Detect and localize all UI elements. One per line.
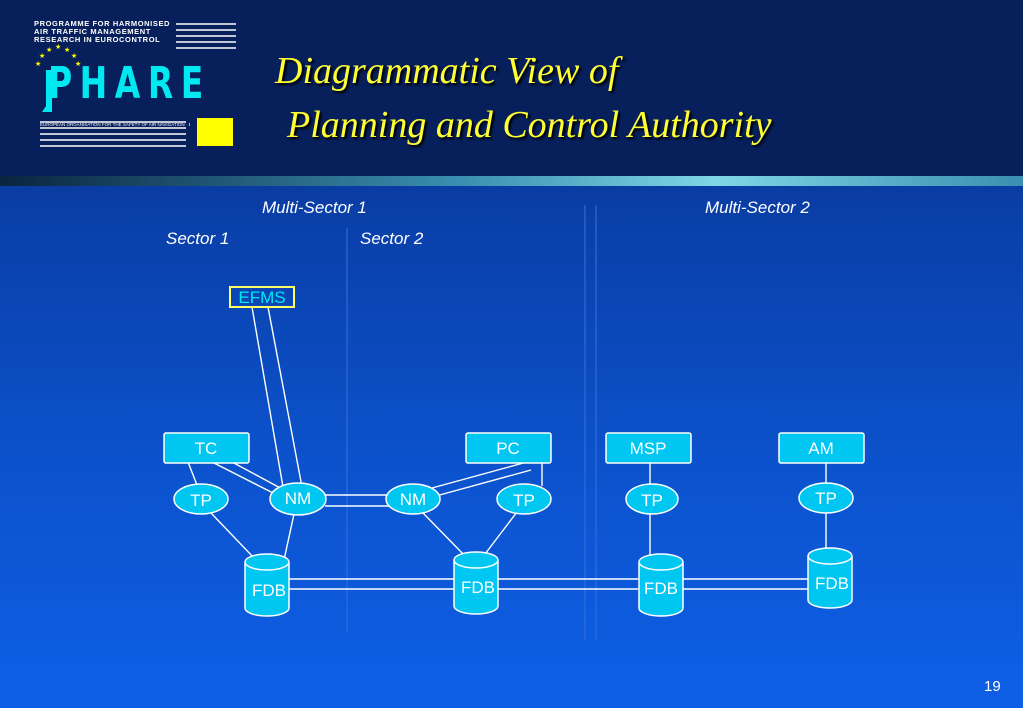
pc-label: PC: [496, 439, 520, 458]
tp-node-4: [798, 482, 854, 514]
page-number: 19: [984, 678, 1001, 695]
svg-text:★: ★: [39, 52, 45, 60]
tower-icon: [42, 70, 52, 112]
fdb-cylinder-4: [807, 547, 853, 609]
svg-text:★: ★: [55, 43, 61, 51]
svg-text:★: ★: [71, 52, 77, 60]
fdb-label-3: FDB: [644, 579, 678, 598]
title-line-2: Planning and Control Authority: [287, 104, 772, 146]
title-line-1: Diagrammatic View of: [275, 50, 619, 92]
logo-caption: PROGRAMME FOR HARMONISED AIR TRAFFIC MAN…: [34, 19, 171, 44]
sector-2-label: Sector 2: [360, 229, 424, 248]
svg-text:★: ★: [46, 46, 52, 54]
nm-label-2: NM: [400, 490, 426, 509]
phare-logo: ★★★ ★★★ ★: [30, 18, 240, 153]
tp-node-2: [496, 483, 552, 515]
tc-box: [163, 432, 250, 464]
logo-subcaption: EUROPEAN ORGANISATION FOR THE SAFETY OF …: [40, 122, 190, 127]
nm-node-1: [269, 482, 327, 516]
tp-label-4: TP: [815, 489, 837, 508]
efms-box: [229, 286, 295, 308]
tp-node-1: [173, 483, 229, 515]
nm-label-1: NM: [285, 489, 311, 508]
fdb-label-2: FDB: [461, 578, 495, 597]
tp-label-2: TP: [513, 491, 535, 510]
accent-square: [197, 118, 233, 146]
header-divider: [0, 176, 1023, 186]
svg-text:★: ★: [75, 60, 81, 68]
svg-text:★: ★: [35, 60, 41, 68]
efms-label: EFMS: [238, 288, 285, 307]
slide-title: Diagrammatic View of Planning and Contro…: [275, 44, 772, 152]
msp-box: [605, 432, 692, 464]
tc-label: TC: [195, 439, 218, 458]
tp-label-3: TP: [641, 491, 663, 510]
logo-word: PHARE: [48, 58, 211, 109]
header-bar: [0, 0, 1023, 178]
tp-node-3: [625, 483, 679, 515]
fdb-label-4: FDB: [815, 574, 849, 593]
connection-lines: [187, 306, 827, 590]
nm-node-2: [385, 483, 441, 515]
tp-label-1: TP: [190, 491, 212, 510]
am-box: [778, 432, 865, 464]
sector-1-label: Sector 1: [166, 229, 229, 248]
fdb-label-1: FDB: [252, 581, 286, 600]
fdb-cylinder-2: [453, 551, 499, 615]
fdb-cylinder-3: [638, 553, 684, 617]
logo-stripes: ★★★ ★★★ ★: [35, 23, 236, 147]
fdb-cylinder-1: [244, 553, 290, 617]
multi-sector-1-label: Multi-Sector 1: [262, 198, 367, 217]
eu-stars-icon: ★★★ ★★★ ★: [35, 43, 81, 68]
multi-sector-2-label: Multi-Sector 2: [705, 198, 810, 217]
svg-text:★: ★: [64, 46, 70, 54]
pc-box: [465, 432, 552, 464]
am-label: AM: [808, 439, 834, 458]
msp-label: MSP: [630, 439, 667, 458]
